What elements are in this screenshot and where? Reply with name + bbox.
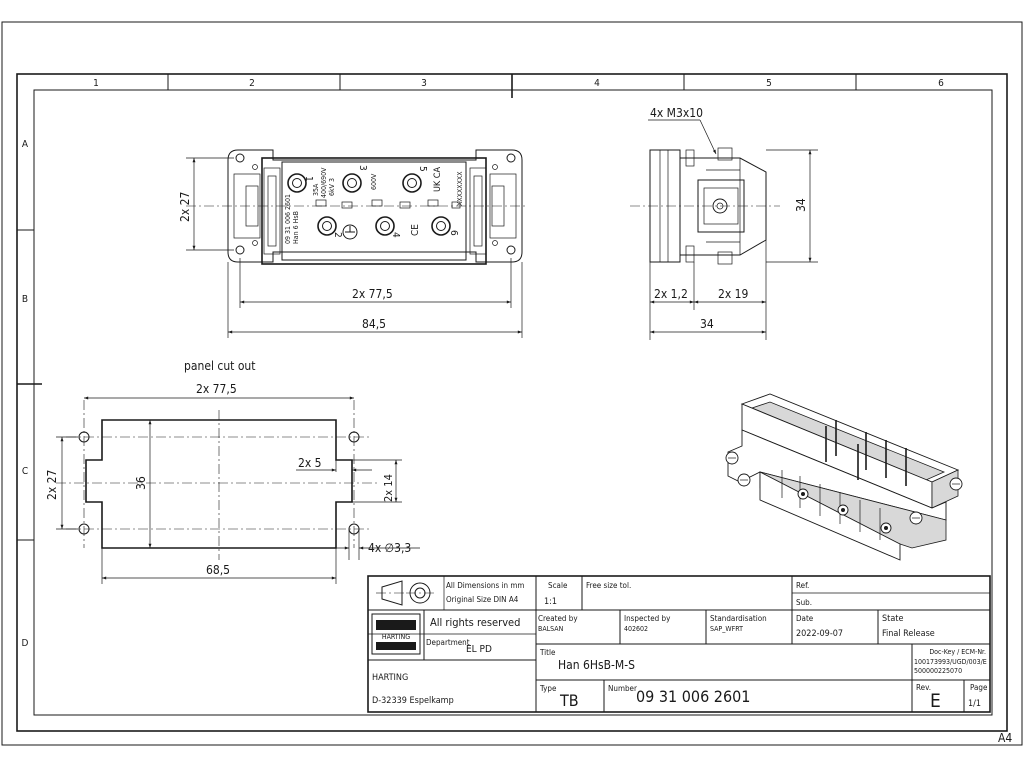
side-dim-spacing: 2x 19 <box>718 287 749 301</box>
contact-number-5: 5 <box>417 166 428 172</box>
scale-value: 1:1 <box>544 597 557 607</box>
grid-row-c: C <box>22 466 28 477</box>
panel-cutout-view: panel cut out 2x 77,5 2x 27 36 2x 5 <box>45 359 420 584</box>
date-label: Date <box>796 614 814 623</box>
page-value: 1/1 <box>968 699 981 709</box>
grid-column-labels: 1 2 3 4 5 6 <box>93 78 944 89</box>
department-value: EL PD <box>466 644 492 655</box>
contact-array <box>287 173 461 240</box>
grid-col-1: 1 <box>93 78 99 89</box>
company-name: HARTING <box>372 673 408 683</box>
grid-col-4: 4 <box>594 78 600 89</box>
dockey-value-1: 100173993/UGD/003/E <box>914 658 987 666</box>
dockey-label: Doc-Key / ECM-Nr. <box>929 648 986 656</box>
standardisation-label: Standardisation <box>710 614 767 623</box>
contact-number-1: 1 <box>303 176 314 182</box>
title-label: Title <box>539 648 556 657</box>
state-label: State <box>882 614 903 624</box>
grid-col-2: 2 <box>249 78 255 89</box>
drawing-title: Han 6HsB-M-S <box>558 658 635 672</box>
standardisation-value: SAP_WFRT <box>710 625 743 633</box>
insert-markings: 09 31 006 2601 Han 6 HsB 35A 400/690V 6k… <box>284 167 464 244</box>
front-dim-height: 2x 27 <box>178 192 192 222</box>
contact-number-3: 3 <box>357 165 368 171</box>
side-dim-offset: 2x 1,2 <box>654 287 688 301</box>
created-value: BALSAN <box>538 625 564 633</box>
marking-ul-voltage: 600V <box>370 173 378 190</box>
contact-number-6: 6 <box>448 230 459 236</box>
rights-note: All rights reserved <box>430 616 520 629</box>
marking-rating: 6kV 3 <box>328 178 336 196</box>
sub-label: Sub. <box>796 598 812 607</box>
rev-value: E <box>930 690 941 712</box>
sheet-frame <box>1 21 1023 746</box>
company-address: D-32339 Espelkamp <box>372 696 454 706</box>
tolerance-note: Free size tol. <box>586 581 631 590</box>
cutout-title: panel cut out <box>184 359 256 373</box>
cutout-dim-hole-spacing: 2x 77,5 <box>196 382 237 396</box>
original-size-note: Original Size DIN A4 <box>446 595 519 604</box>
rev-label: Rev. <box>916 683 931 692</box>
ref-label: Ref. <box>796 581 809 590</box>
marking-ukca: UK CA <box>433 167 443 192</box>
cutout-dim-hole-diameter: 4x ∅3,3 <box>368 541 411 555</box>
contact-number-4: 4 <box>390 232 401 238</box>
grid-row-b: B <box>22 294 28 305</box>
cutout-dim-opening-height: 36 <box>134 476 148 490</box>
type-label: Type <box>539 684 557 693</box>
side-dim-height: 34 <box>794 198 808 212</box>
marking-ce: CE <box>410 224 421 236</box>
marking-code: XXXXXXXX <box>456 171 464 206</box>
dimensions-note: All Dimensions in mm <box>446 581 524 590</box>
marking-series: Han 6 HsB <box>292 211 300 244</box>
cutout-dim-notch-width: 2x 5 <box>298 456 322 470</box>
dockey-value-2: 500000225070 <box>914 667 962 675</box>
grid-row-labels: A B C D <box>22 139 29 649</box>
front-view: 1 3 5 2 4 6 09 31 006 2601 Han 6 HsB 35A… <box>178 149 528 338</box>
logo-text: HARTING <box>382 633 410 641</box>
front-dim-overall: 84,5 <box>362 317 386 331</box>
contact-number-2: 2 <box>332 232 343 238</box>
grid-row-a: A <box>22 139 29 150</box>
grid-row-d: D <box>22 638 29 649</box>
created-label: Created by <box>538 614 578 623</box>
department-label: Department <box>426 638 470 647</box>
inspected-label: Inspected by <box>624 614 671 623</box>
number-label: Number <box>608 684 637 693</box>
date-value: 2022-09-07 <box>796 629 843 639</box>
page-label: Page <box>970 683 988 692</box>
marking-voltage: 400/690V <box>320 167 328 198</box>
inspected-value: 402602 <box>624 625 648 633</box>
grid-col-3: 3 <box>421 78 427 89</box>
title-block: All Dimensions in mm Original Size DIN A… <box>367 575 991 713</box>
isometric-view <box>725 393 963 561</box>
front-dim-hole-spacing: 2x 77,5 <box>352 287 393 301</box>
cutout-dim-height: 2x 27 <box>45 470 59 500</box>
drawing-number: 09 31 006 2601 <box>636 687 750 706</box>
side-dim-depth: 34 <box>700 317 714 331</box>
type-value: TB <box>559 691 579 710</box>
cutout-dim-notch-height: 2x 14 <box>382 474 395 502</box>
marking-current: 35A <box>312 183 320 196</box>
contact-numbers: 1 3 5 2 4 6 <box>303 165 459 238</box>
marking-part-number: 09 31 006 2601 <box>284 194 292 244</box>
scale-label: Scale <box>548 581 568 590</box>
harting-logo: HARTING <box>371 613 421 655</box>
sheet-size-label: A4 <box>998 731 1012 745</box>
state-value: Final Release <box>882 629 935 639</box>
cutout-dim-opening-width: 68,5 <box>206 563 230 577</box>
screw-label: 4x M3x10 <box>650 106 703 120</box>
grid-col-6: 6 <box>938 78 944 89</box>
grid-col-5: 5 <box>766 78 772 89</box>
projection-symbol-icon <box>376 580 434 606</box>
side-view: 4x M3x10 34 2x 1,2 2x 19 34 <box>630 106 818 340</box>
